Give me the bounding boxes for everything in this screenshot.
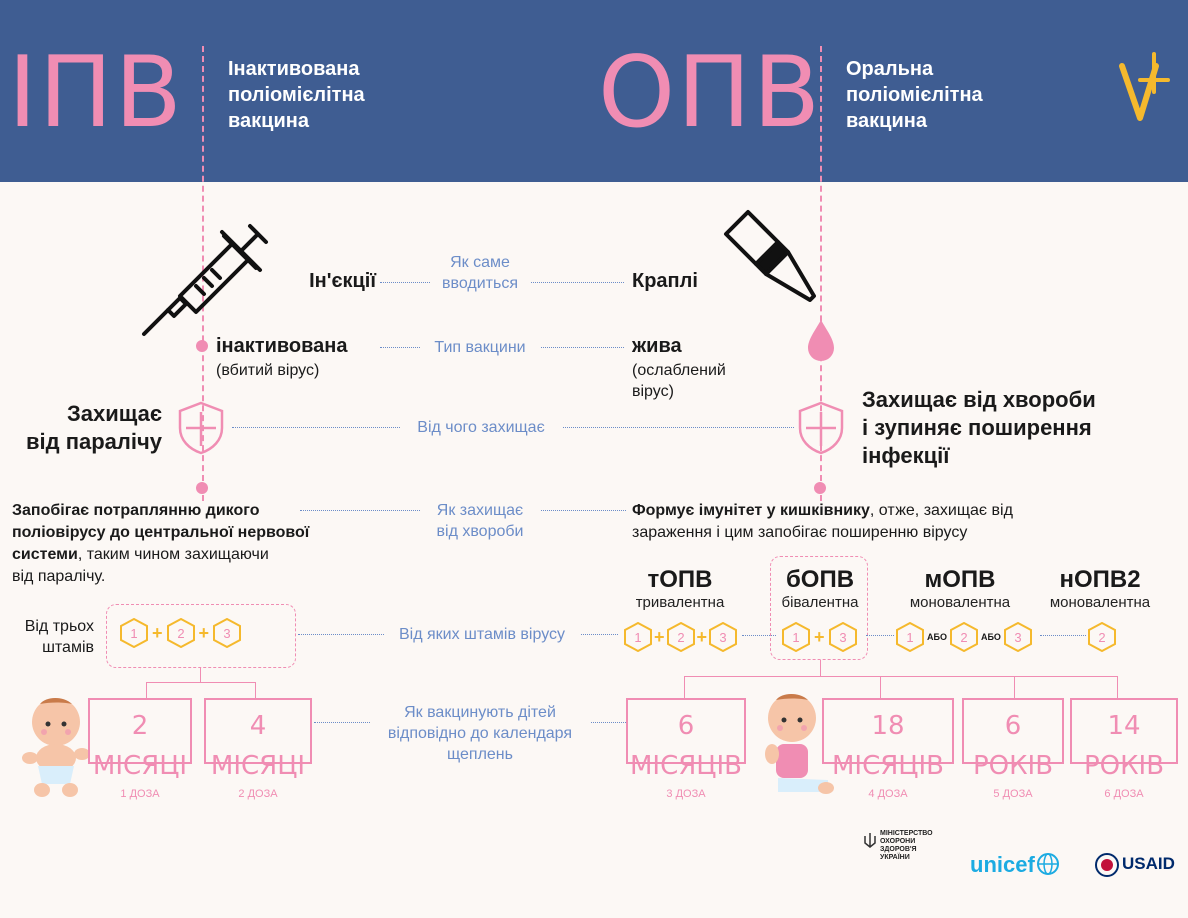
- globe-icon: [1037, 853, 1059, 875]
- syringe-icon: [142, 224, 268, 336]
- schedule-tree-line: [880, 676, 881, 698]
- header-banner: [0, 0, 1188, 182]
- svg-text:3: 3: [719, 630, 726, 645]
- vaccine-topv: тОПВ тривалентна: [635, 566, 725, 611]
- baby-illustration-icon: [22, 698, 90, 797]
- ipv-how-dot: [196, 482, 208, 494]
- strain-hex-icon: 1: [624, 622, 652, 652]
- trident-icon: [864, 833, 876, 848]
- ipv-type-note: (вбитий вірус): [216, 362, 320, 379]
- svg-text:3: 3: [1014, 630, 1021, 645]
- opv-axis-line: [820, 46, 822, 501]
- vaccine-bopv: бОПВ бівалентна: [781, 566, 859, 611]
- plus-sign: +: [654, 626, 665, 647]
- dose-box-5: 6 РОКІВ 5 ДОЗА: [962, 698, 1064, 800]
- usaid-seal-icon: [1095, 853, 1119, 877]
- opv-how-text: Формує імунітет у кишківнику, отже, захи…: [632, 502, 1013, 541]
- or-label: АБО: [980, 632, 1001, 642]
- mopv-strain-hexes: 1 АБО 2 АБО 3: [896, 622, 1032, 652]
- svg-text:2: 2: [1098, 630, 1105, 645]
- strain-hex-icon: 3: [828, 622, 857, 652]
- shield-icon: [178, 401, 224, 455]
- row-connector: [742, 635, 776, 636]
- plus-sign: +: [198, 622, 210, 643]
- opv-administration: Краплі: [632, 270, 698, 292]
- svg-text:2: 2: [960, 630, 967, 645]
- svg-text:3: 3: [839, 630, 846, 645]
- ipv-code: ІПВ: [8, 36, 184, 150]
- shield-icon: [798, 401, 844, 455]
- dose-box-4: 18 МІСЯЦІВ 4 ДОЗА: [822, 698, 954, 800]
- bopv-strain-hexes: 1 + 3: [782, 622, 857, 652]
- row-label-strains: Від яких штамів вірусу: [384, 624, 580, 645]
- topv-strain-hexes: 1 + 2 + 3: [624, 622, 738, 652]
- svg-text:1: 1: [906, 630, 913, 645]
- strain-hex-icon: 3: [1003, 622, 1032, 652]
- strain-hex-icon: 2: [949, 622, 978, 652]
- svg-text:1: 1: [634, 630, 641, 645]
- schedule-tree-line: [820, 660, 821, 676]
- strain-hex-icon: 2: [166, 618, 195, 648]
- bopv-highlight-box: [770, 556, 868, 660]
- schedule-tree-line: [684, 676, 1118, 698]
- svg-text:2: 2: [677, 630, 684, 645]
- dose-box-6: 14 РОКІВ 6 ДОЗА: [1070, 698, 1178, 800]
- schedule-tree-line: [200, 668, 201, 682]
- svg-text:1: 1: [130, 626, 137, 641]
- strain-hex-icon: 2: [1088, 621, 1116, 653]
- drop-icon: [808, 320, 834, 361]
- baby-illustration-icon: [765, 694, 834, 794]
- svg-text:1: 1: [792, 630, 799, 645]
- unicef-logo: unicef: [970, 852, 1035, 877]
- row-label-type: Тип вакцини: [420, 337, 540, 358]
- nopv2-strain-hexes: 2: [1088, 621, 1116, 657]
- strain-hex-icon: 2: [666, 622, 695, 652]
- ipv-strains-box: [106, 604, 296, 668]
- ipv-type-dot: [196, 340, 208, 352]
- opv-type: жива: [632, 335, 682, 357]
- strain-hex-icon: 3: [213, 618, 242, 648]
- plus-sign: +: [152, 622, 163, 643]
- or-label: АБО: [927, 632, 947, 642]
- vaccine-nopv2: нОПВ2 моновалентна: [1049, 566, 1151, 611]
- plus-sign: +: [814, 626, 825, 647]
- row-connector: [1040, 635, 1086, 636]
- schedule-tree-line: [1014, 676, 1015, 698]
- svg-text:2: 2: [177, 626, 184, 641]
- checkmark-logo-icon: [1119, 52, 1170, 121]
- vaccine-mopv: мОПВ моновалентна: [909, 566, 1011, 611]
- plus-sign: +: [696, 626, 708, 647]
- ipv-strain-hexes: 1 + 2 + 3: [120, 618, 242, 648]
- strain-hex-icon: 3: [709, 622, 738, 652]
- strain-hex-icon: 1: [782, 622, 810, 652]
- row-connector: [866, 635, 894, 636]
- schedule-tree-line: [146, 682, 256, 698]
- usaid-logo: USAID: [1122, 854, 1175, 873]
- svg-text:3: 3: [223, 626, 230, 641]
- dropper-bottle-icon: [724, 210, 816, 302]
- ipv-administration: Ін'єкції: [309, 270, 376, 292]
- row-label-protects: Від чого захищає: [400, 417, 562, 438]
- strain-hex-icon: 1: [896, 622, 924, 652]
- ipv-type: інактивована: [216, 335, 348, 357]
- dose-box-1: 2 МІСЯЦІ 1 ДОЗА: [88, 698, 192, 800]
- strain-hex-icon: 1: [120, 618, 148, 648]
- opv-how-dot: [814, 482, 826, 494]
- dose-box-3: 6 МІСЯЦІВ 3 ДОЗА: [626, 698, 746, 800]
- opv-code: ОПВ: [598, 36, 823, 150]
- ipv-how-text: Запобігає потраплянню дикого поліовірусу…: [12, 502, 310, 585]
- dose-box-2: 4 МІСЯЦІ 2 ДОЗА: [204, 698, 312, 800]
